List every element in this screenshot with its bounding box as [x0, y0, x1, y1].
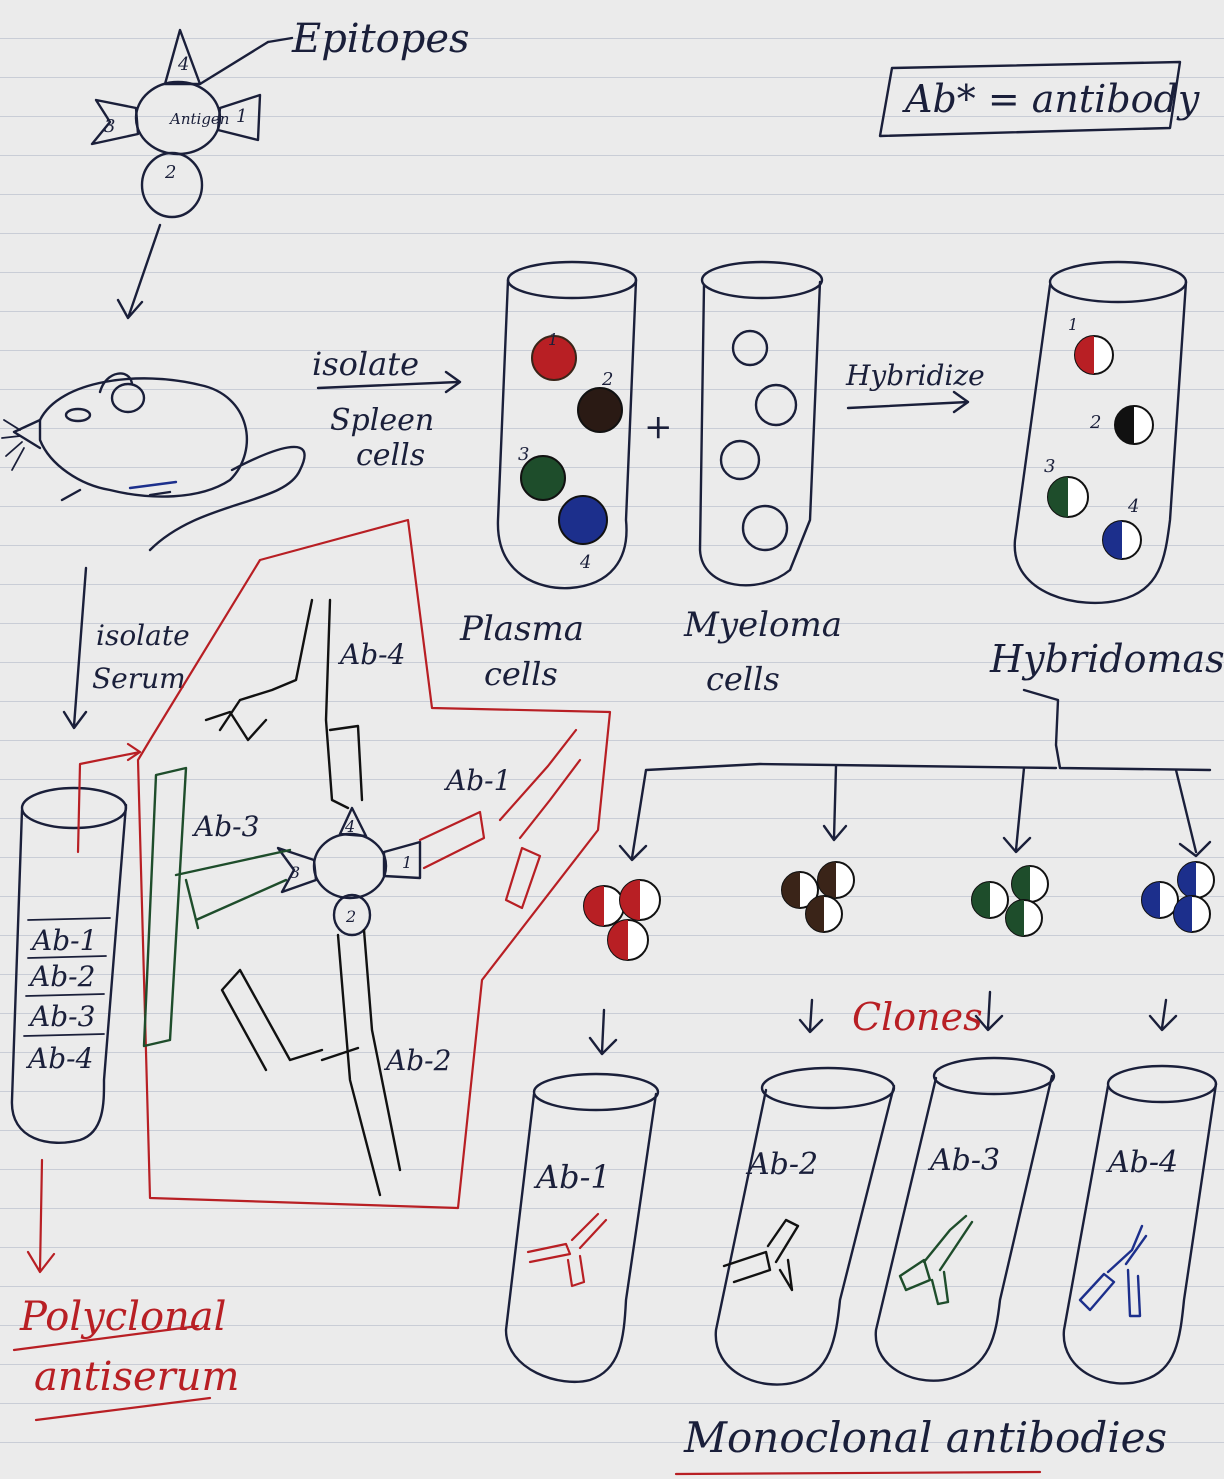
plasma-num-2: 2 — [601, 369, 613, 390]
mouse-figure — [2, 374, 305, 550]
antigen-label: Antigen — [168, 110, 229, 128]
branch-main — [1024, 690, 1210, 770]
myeloma-cell-4 — [743, 506, 787, 550]
mouse-tail — [150, 447, 305, 550]
plasma-label-1: Plasma — [459, 609, 584, 649]
plasma-cell-2 — [578, 388, 622, 432]
mono-tube-4-label: Ab-4 — [1105, 1145, 1178, 1180]
zoom-ab1-label: Ab-1 — [443, 764, 511, 797]
monoclonal-underline — [676, 1472, 1040, 1474]
serum-ab-4: Ab-4 — [25, 1042, 93, 1075]
epitope-num-3: 3 — [104, 116, 115, 137]
plasma-cell-4 — [559, 496, 607, 544]
hybridize-label: Hybridize — [845, 359, 985, 392]
myeloma-cell-2 — [756, 385, 796, 425]
legend-box: Ab* = antibody — [880, 62, 1200, 136]
arrow-clone-1 — [590, 1010, 616, 1054]
epitopes-label: Epitopes — [291, 16, 470, 62]
clone-cluster-1 — [584, 880, 660, 960]
zoom-ab2-label: Ab-2 — [383, 1044, 451, 1077]
serum-tube: Ab-1 Ab-2 Ab-3 Ab-4 — [12, 788, 126, 1143]
zoom-ab4-label: Ab-4 — [337, 638, 405, 671]
plus-sign: + — [644, 407, 673, 447]
hybridoma-num-4: 4 — [1127, 496, 1139, 517]
zoom-ab3-label: Ab-3 — [191, 810, 259, 843]
zoom-num-3: 3 — [290, 863, 300, 882]
myeloma-label-1: Myeloma — [683, 605, 842, 645]
isolate-serum-label-1: isolate — [96, 619, 190, 652]
hybridomas-label: Hybridomas — [989, 637, 1224, 681]
hybridoma-num-2: 2 — [1089, 412, 1101, 433]
serum-ab-3: Ab-3 — [27, 1000, 95, 1033]
hybridoma-num-3: 3 — [1044, 456, 1055, 477]
mono-tube-3-label: Ab-3 — [927, 1143, 1000, 1178]
isolate-spleen-label-2: Spleen — [330, 403, 434, 438]
clones-label: Clones — [852, 995, 983, 1039]
antigen-figure: Antigen 4 1 3 2 — [92, 30, 292, 318]
plasma-cells-tube: 1 2 3 4 — [498, 262, 636, 588]
zoom-antibody-4 — [206, 600, 362, 808]
clone-cluster-2 — [782, 862, 854, 932]
monoclonal-label: Monoclonal antibodies — [683, 1413, 1167, 1462]
isolate-spleen-label-3: cells — [356, 438, 425, 473]
hybridomas-tube: 1 2 3 4 — [1015, 262, 1186, 603]
mono-tube-4 — [1064, 1066, 1216, 1383]
mono-tube-2 — [716, 1068, 894, 1385]
epitopes-pointer — [200, 42, 268, 84]
mono-tube-2-label: Ab-2 — [745, 1147, 818, 1182]
myeloma-cell-3 — [721, 441, 759, 479]
hybridoma-num-1: 1 — [1068, 315, 1078, 334]
plasma-num-4: 4 — [579, 552, 591, 573]
hybridoma-cell-2 — [1115, 406, 1153, 444]
plasma-num-1: 1 — [548, 330, 558, 349]
zoom-num-1: 1 — [402, 853, 412, 872]
polyclonal-label-1: Polyclonal — [19, 1294, 226, 1340]
arrow-clone-4 — [1150, 1000, 1176, 1030]
zoom-antibody-1 — [420, 730, 580, 908]
plasma-num-3: 3 — [518, 444, 529, 465]
hybridoma-cell-1 — [1075, 336, 1113, 374]
myeloma-cell-1 — [733, 331, 767, 365]
hybridoma-cell-3 — [1048, 477, 1088, 517]
arrow-isolate-serum — [64, 568, 86, 728]
arrow-to-polyclonal — [28, 1160, 54, 1272]
mono-tube-3 — [876, 1058, 1054, 1381]
isolate-serum-label-2: Serum — [92, 662, 186, 695]
mono-tube-1-label: Ab-1 — [533, 1158, 611, 1196]
epitope-num-2: 2 — [164, 162, 176, 183]
legend-text: Ab* = antibody — [902, 77, 1200, 121]
arrow-antigen-to-mouse — [118, 225, 160, 318]
zoom-antigen: 4 1 3 2 — [278, 808, 420, 935]
epitope-num-4: 4 — [177, 54, 189, 75]
arrow-hybridize — [848, 392, 968, 412]
serum-ab-2: Ab-2 — [27, 960, 95, 993]
myeloma-cells-tube — [700, 262, 822, 585]
zoom-num-4: 4 — [344, 817, 355, 836]
red-pointer-to-zoom — [78, 744, 140, 852]
plasma-label-2: cells — [484, 655, 558, 693]
zoom-antibody-2 — [222, 930, 400, 1195]
isolate-spleen-label-1: isolate — [312, 345, 419, 383]
arrow-clone-2 — [800, 1000, 822, 1032]
polyclonal-label-2: antiserum — [34, 1354, 240, 1400]
clone-cluster-3 — [972, 866, 1048, 936]
clone-cluster-4 — [1142, 862, 1214, 932]
mono-tube-1 — [506, 1074, 658, 1382]
hybridoma-cell-4 — [1103, 521, 1141, 559]
serum-ab-1: Ab-1 — [29, 924, 97, 957]
epitope-num-1: 1 — [236, 106, 247, 127]
zoom-num-2: 2 — [345, 907, 356, 926]
myeloma-label-2: cells — [706, 660, 780, 698]
